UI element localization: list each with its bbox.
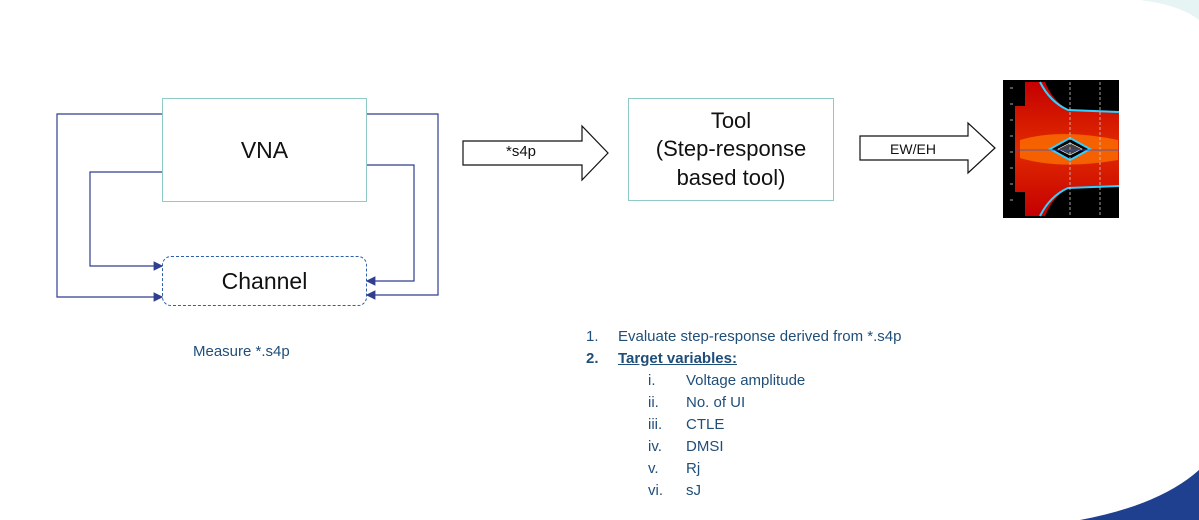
steps-list: 1. Evaluate step-response derived from *… — [586, 325, 901, 501]
target-variable-number: iv. — [648, 437, 662, 455]
target-variable-text: sJ — [686, 481, 701, 499]
step-text: Evaluate step-response derived from *.s4… — [618, 327, 902, 345]
step-item: 2. Target variables: — [586, 347, 901, 369]
s4p-arrow-label: *s4p — [505, 143, 537, 160]
tool-box: Tool (Step-response based tool) — [628, 98, 834, 201]
target-variable-number: iii. — [648, 415, 663, 433]
target-variable-item: v. Rj — [586, 457, 901, 479]
tool-label-line-3: based tool) — [676, 164, 786, 190]
target-variable-number: v. — [648, 459, 659, 477]
s4p-arrow — [462, 124, 609, 182]
channel-box: Channel — [162, 256, 367, 306]
target-variable-item: i. Voltage amplitude — [586, 369, 901, 391]
ew-eh-arrow — [859, 121, 996, 175]
step-number: 2. — [586, 349, 599, 367]
target-variable-text: No. of UI — [686, 393, 746, 411]
target-variable-item: iii. CTLE — [586, 413, 901, 435]
target-variable-text: DMSI — [686, 437, 724, 455]
target-variable-item: vi. sJ — [586, 479, 901, 501]
target-variable-item: iv. DMSI — [586, 435, 901, 457]
vna-box: VNA — [162, 98, 367, 202]
channel-label: Channel — [221, 267, 308, 294]
target-variable-text: Rj — [686, 459, 701, 477]
tool-label-line-2: (Step-response — [655, 136, 807, 162]
target-variable-item: ii. No. of UI — [586, 391, 901, 413]
decor-top-right — [1140, 0, 1199, 20]
step-text: Target variables: — [618, 349, 737, 367]
target-variable-text: Voltage amplitude — [686, 371, 806, 389]
step-number: 1. — [586, 327, 599, 345]
target-variable-number: vi. — [648, 481, 663, 499]
step-item: 1. Evaluate step-response derived from *… — [586, 325, 901, 347]
vna-channel-connectors — [56, 113, 439, 302]
target-variable-text: CTLE — [686, 415, 725, 433]
eye-diagram-image — [1003, 80, 1120, 218]
vna-label: VNA — [240, 136, 289, 163]
measure-caption: Measure *.s4p — [193, 343, 290, 360]
ew-eh-arrow-label: EW/EH — [890, 141, 936, 157]
decor-bottom-right — [1080, 470, 1199, 520]
target-variable-number: i. — [648, 371, 656, 389]
target-variable-number: ii. — [648, 393, 659, 411]
tool-label-line-1: Tool — [710, 107, 752, 133]
